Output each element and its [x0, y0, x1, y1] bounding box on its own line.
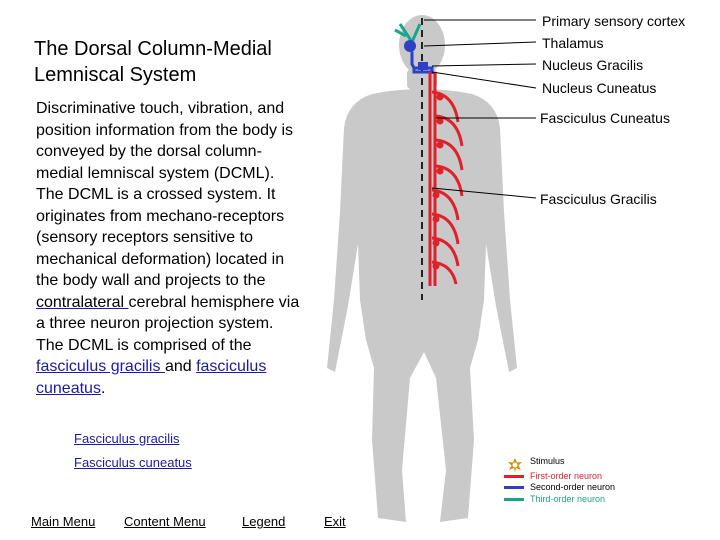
legend-stimulus: Stimulus [504, 456, 615, 468]
content-menu-button[interactable]: Content Menu [124, 514, 206, 529]
third-order-swatch [504, 497, 524, 501]
description-part-2: cerebral hemisphere via a three neuron p… [36, 293, 300, 354]
neuron-legend: Stimulus First-order neuron Second-order… [504, 456, 615, 505]
label-nucleus-gracilis: Nucleus Gracilis [542, 57, 644, 73]
label-leader-lines [423, 19, 537, 199]
exit-button[interactable]: Exit [324, 514, 346, 529]
description-part-4: . [100, 379, 106, 397]
first-order-cell-bodies [432, 93, 444, 270]
label-thalamus: Thalamus [542, 35, 604, 51]
description-text: Discriminative touch, vibration, and pos… [36, 98, 304, 399]
label-fasciculus-gracilis: Fasciculus Gracilis [540, 191, 657, 207]
fasciculus-cuneatus-sub-link[interactable]: Fasciculus cuneatus [74, 455, 192, 470]
legend-second-order-label: Second-order neuron [530, 482, 616, 492]
second-order-swatch [504, 486, 524, 490]
first-order-neurons [428, 72, 464, 286]
contralateral-link[interactable]: contralateral [36, 293, 129, 311]
first-order-swatch [504, 474, 524, 478]
label-fasciculus-cuneatus: Fasciculus Cuneatus [540, 110, 670, 126]
label-nucleus-cuneatus: Nucleus Cuneatus [542, 80, 657, 96]
fasciculus-gracilis-sub-link[interactable]: Fasciculus gracilis [74, 431, 180, 446]
description-part-1: Discriminative touch, vibration, and pos… [36, 100, 294, 289]
description-part-3: and [164, 358, 197, 375]
legend-third-order-label: Third-order neuron [530, 493, 606, 504]
legend-second-order: Second-order neuron [504, 482, 615, 494]
legend-first-order-label: First-order neuron [530, 470, 603, 481]
legend-first-order: First-order neuron [504, 471, 615, 483]
label-primary-sensory-cortex: Primary sensory cortex [542, 13, 686, 29]
main-menu-button[interactable]: Main Menu [31, 514, 96, 529]
thalamus-nucleus [404, 40, 416, 52]
fasciculus-cuneatus-link[interactable]: fasciculus cuneatus [36, 358, 267, 397]
legend-button[interactable]: Legend [242, 514, 286, 529]
fasciculus-gracilis-link[interactable]: fasciculus gracilis [36, 358, 165, 375]
stimulus-icon [508, 458, 522, 473]
page-title: The Dorsal Column-Medial Lemniscal Syste… [34, 38, 272, 86]
second-order-neuron [410, 52, 434, 74]
legend-stimulus-label: Stimulus [530, 456, 565, 466]
legend-third-order: Third-order neuron [504, 494, 615, 506]
